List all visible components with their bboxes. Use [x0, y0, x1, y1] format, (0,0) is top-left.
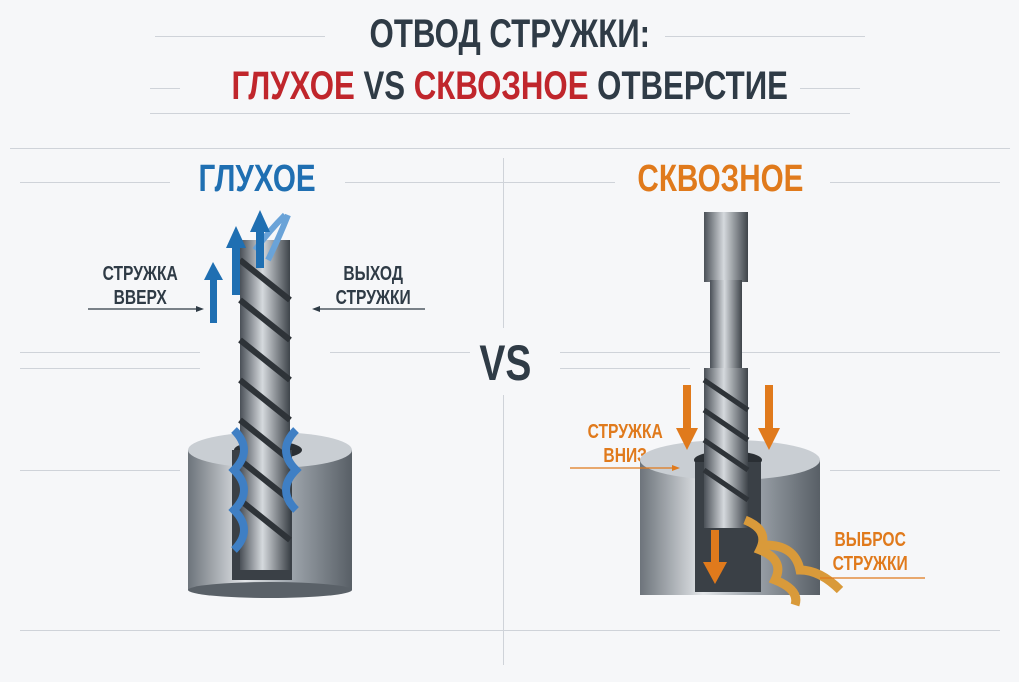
title-hole: ОТВЕРСТИЕ [596, 64, 788, 108]
divider [560, 368, 690, 369]
center-divider [503, 158, 504, 328]
arrow-up-icon [204, 210, 270, 323]
divider [830, 470, 1000, 471]
divider [830, 182, 1000, 183]
divider [560, 352, 1000, 353]
title-line-1: ОТВОД СТРУЖКИ: [369, 12, 650, 56]
divider [20, 470, 180, 471]
divider [20, 368, 200, 369]
divider [800, 88, 860, 89]
pointer-arrow-icon [88, 306, 425, 312]
left-heading: ГЛУХОЕ [198, 158, 317, 200]
arrow-down-icon [676, 385, 780, 584]
divider [20, 182, 170, 183]
right-heading: СКВОЗНОЕ [636, 158, 804, 200]
divider [10, 148, 1010, 149]
chip-swarf [743, 515, 844, 607]
title-blind: ГЛУХОЕ [231, 64, 355, 108]
through-hole-tap [702, 212, 750, 528]
center-divider [503, 395, 504, 665]
divider [150, 113, 850, 114]
divider [150, 88, 180, 89]
blind-hole-tap [228, 212, 302, 570]
divider [155, 36, 325, 37]
divider [345, 182, 615, 183]
title-line-2: ГЛУХОЕ VS СКВОЗНОЕ ОТВЕРСТИЕ [0, 64, 1019, 109]
title-through: СКВОЗНОЕ [413, 64, 589, 108]
title-vs: VS [363, 64, 405, 108]
pointer-arrow-icon [570, 465, 925, 579]
divider [20, 630, 1000, 631]
vs-label: VS [478, 335, 532, 391]
divider [665, 36, 865, 37]
divider [330, 352, 470, 353]
divider [20, 352, 200, 353]
